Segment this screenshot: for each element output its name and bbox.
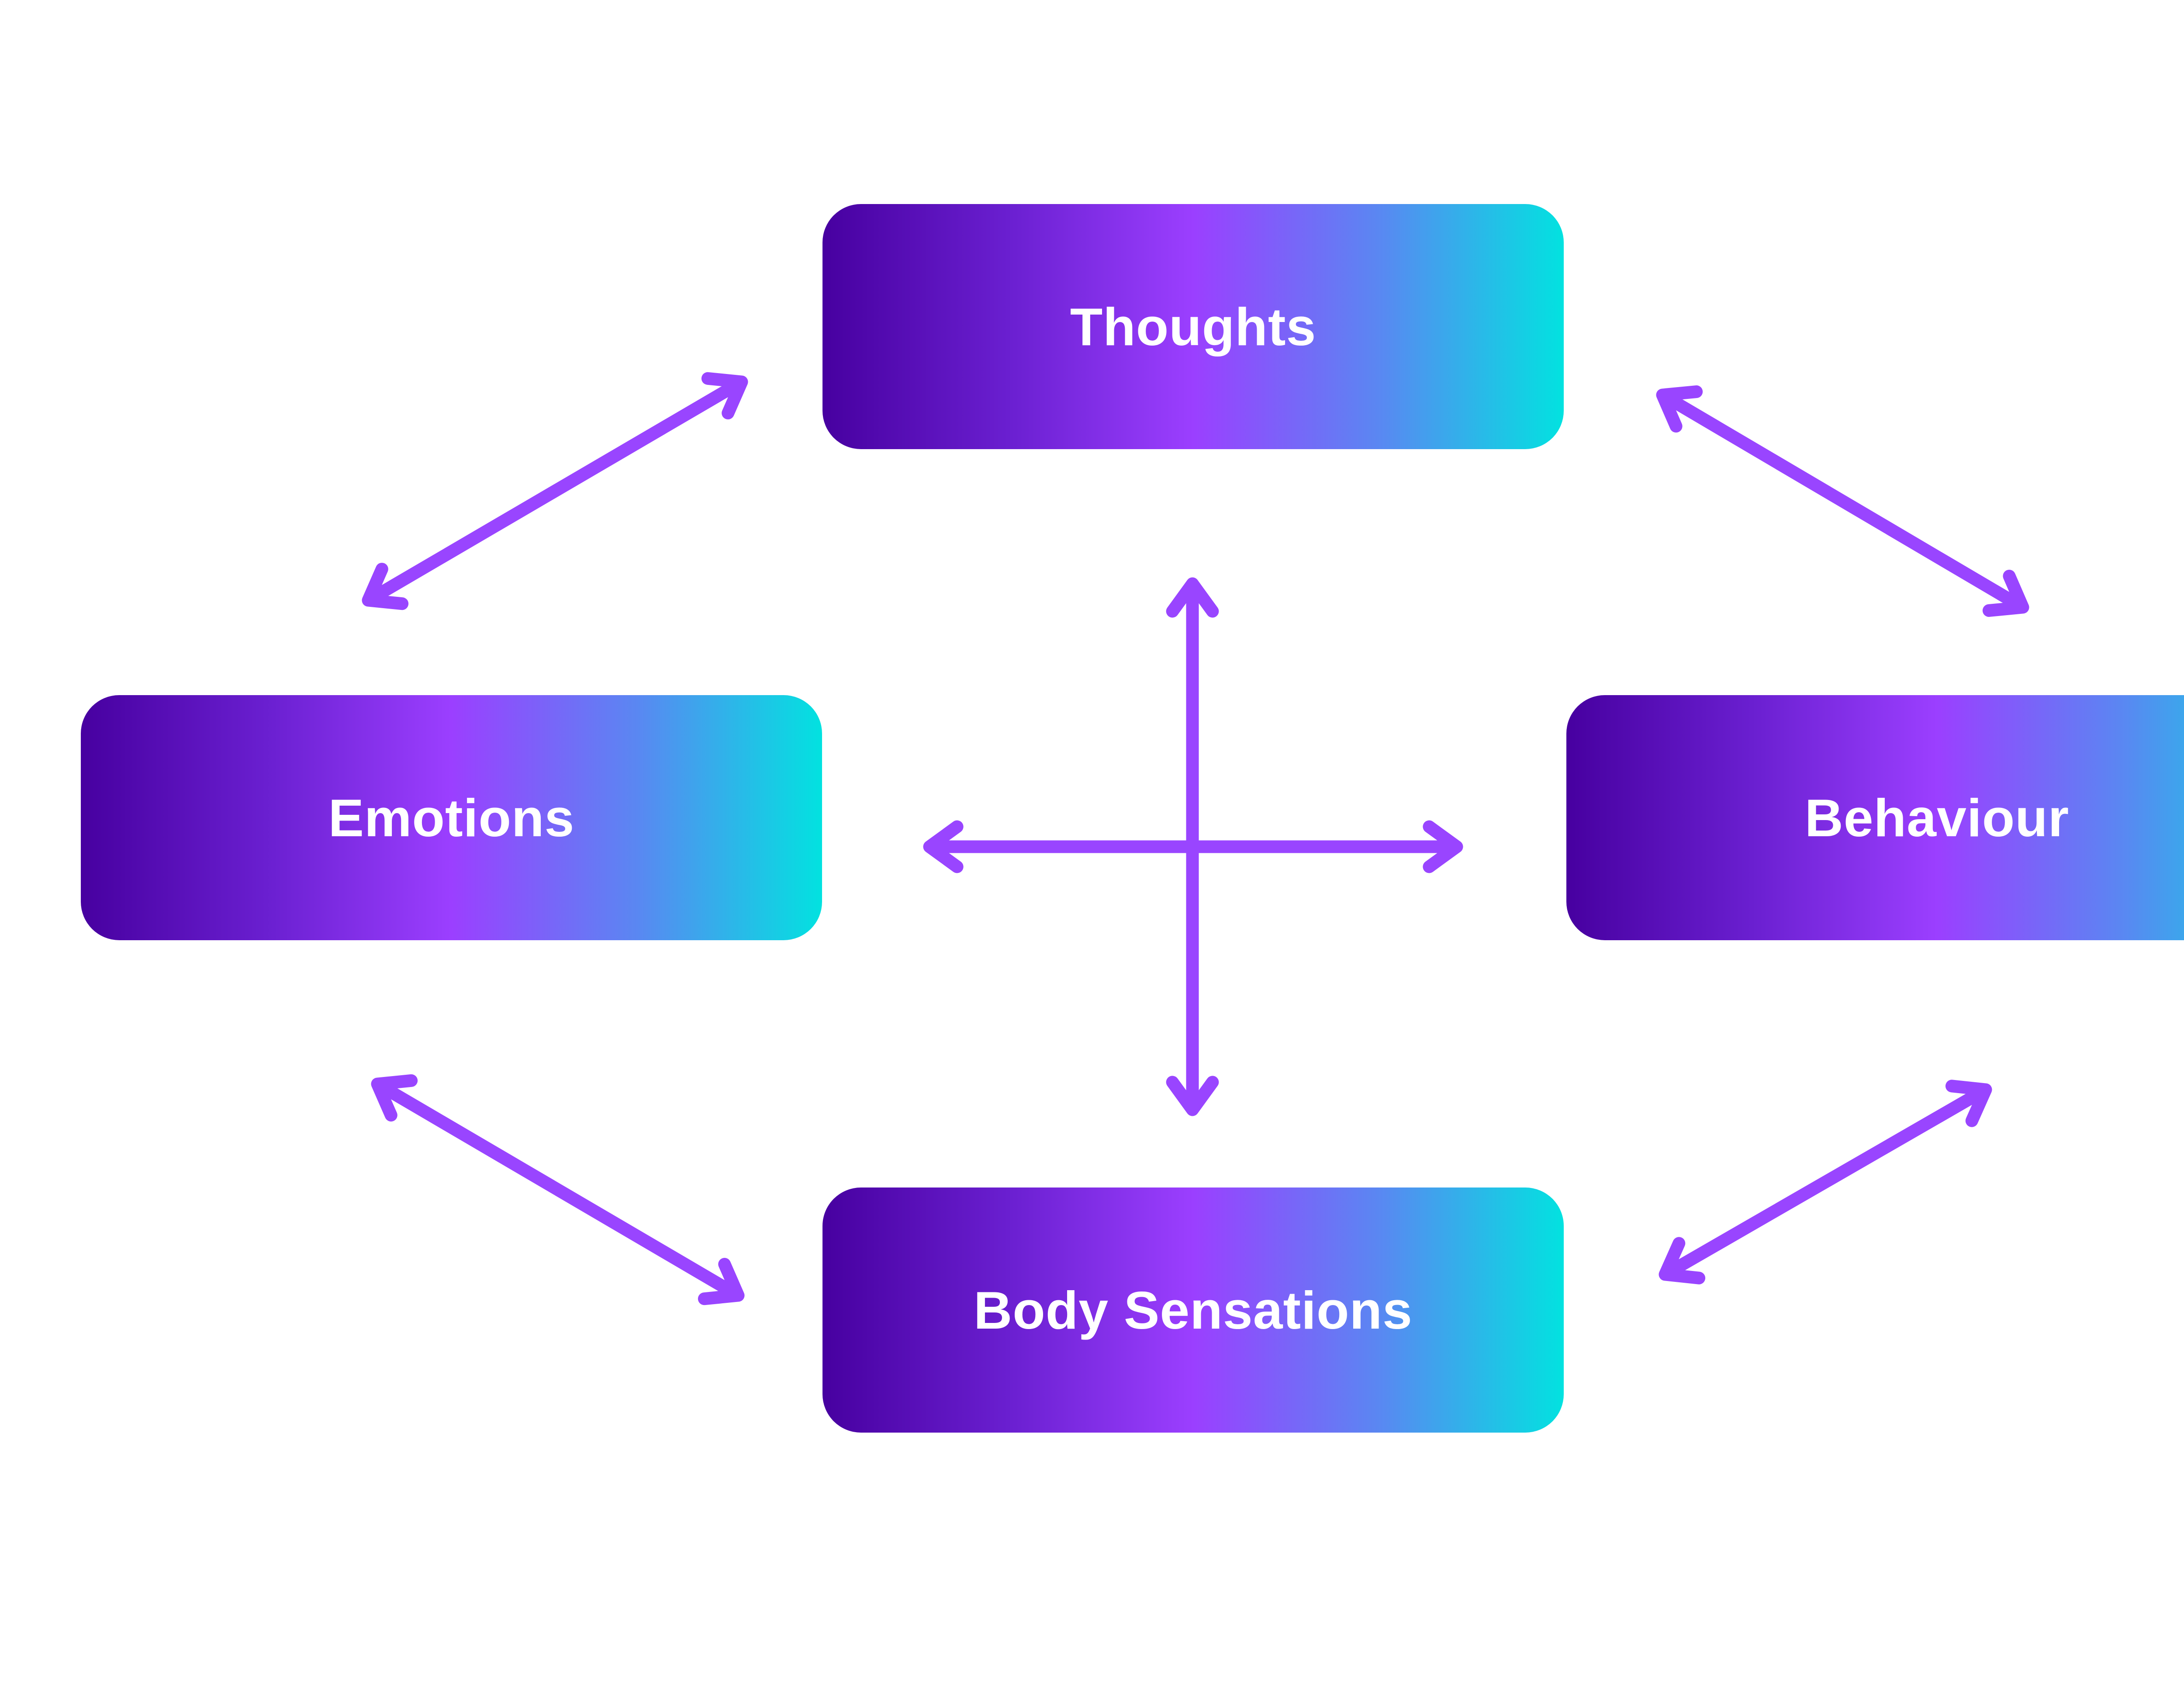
node-thoughts: Thoughts xyxy=(822,204,1564,449)
arrow-emotions-behaviour xyxy=(923,820,1463,873)
node-label-body-sensations: Body Sensations xyxy=(974,1280,1413,1340)
node-label-thoughts: Thoughts xyxy=(1070,297,1317,357)
arrow-emotions-thoughts xyxy=(362,372,748,610)
arrow-emotions-body-sensations xyxy=(371,1074,745,1305)
node-emotions: Emotions xyxy=(81,695,822,940)
arrow-body-sensations-behaviour xyxy=(1659,1080,1992,1284)
node-behaviour: Behaviour xyxy=(1566,695,2184,940)
node-body-sensations: Body Sensations xyxy=(822,1188,1564,1433)
arrow-thoughts-behaviour xyxy=(1656,385,2029,617)
node-label-behaviour: Behaviour xyxy=(1804,788,2070,848)
node-label-emotions: Emotions xyxy=(328,788,575,848)
